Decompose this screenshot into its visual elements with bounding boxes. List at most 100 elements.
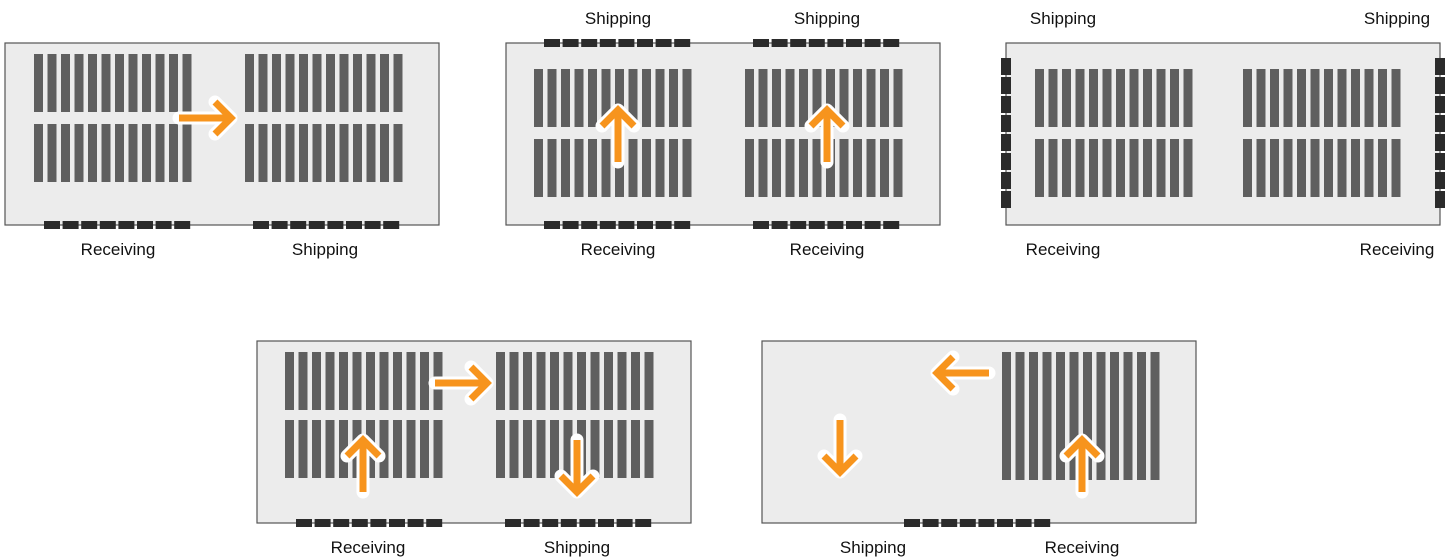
rack-bar	[509, 352, 519, 410]
rack-bar	[298, 352, 308, 410]
rack-bar	[1089, 69, 1098, 127]
rack-bar	[155, 124, 165, 182]
rack-bar	[1042, 352, 1052, 480]
dock-door	[1001, 77, 1011, 94]
dock-door	[1435, 77, 1445, 94]
rack-bar	[669, 69, 678, 127]
dock-door	[1001, 58, 1011, 75]
rack-bar	[128, 124, 138, 182]
dock-door	[118, 221, 135, 229]
rack-bar	[655, 69, 665, 127]
rack-bar	[272, 54, 281, 112]
rack-bar	[534, 69, 543, 127]
rack-bar	[1137, 352, 1146, 480]
rack-bar	[339, 352, 348, 410]
dock-door	[827, 221, 844, 229]
rack-bar	[1015, 352, 1025, 480]
rack-bar	[245, 124, 254, 182]
rack-bar	[523, 352, 532, 410]
dock-door	[155, 221, 172, 229]
rack-bar	[299, 54, 308, 112]
rack-bar	[1243, 69, 1252, 127]
flow-arrow-up-icon	[1059, 433, 1105, 499]
rack-bar	[1102, 69, 1112, 127]
rack-bar	[893, 139, 903, 197]
rack-bar	[561, 139, 570, 197]
rack-bar	[366, 352, 375, 410]
rack-bar	[74, 124, 84, 182]
rack-bar	[258, 124, 268, 182]
dock-door	[1001, 191, 1011, 208]
rack-bar	[34, 54, 43, 112]
dock-door	[542, 519, 559, 527]
rack-bar	[169, 54, 178, 112]
dock-door	[637, 221, 653, 229]
dock-door	[790, 221, 807, 229]
dock-door	[771, 221, 788, 229]
rack-bar	[880, 69, 889, 127]
dock-door	[1001, 134, 1011, 151]
dock-door	[883, 221, 900, 229]
rack-bar	[588, 69, 597, 127]
flow-arrow-down-icon	[554, 433, 600, 499]
rack-bar	[285, 352, 294, 410]
rack-bar	[655, 139, 665, 197]
rack-bar	[352, 352, 362, 410]
rack-bar	[1102, 139, 1112, 197]
rack-bar	[536, 352, 546, 410]
layout1-receiving-label: Receiving	[80, 240, 156, 259]
dock-door	[674, 39, 691, 47]
dock-door	[674, 221, 691, 229]
rack-bar	[561, 69, 570, 127]
rack-bar	[1351, 139, 1360, 197]
dock-door	[618, 39, 635, 47]
dock-door	[753, 39, 769, 47]
rack-bar	[1378, 69, 1387, 127]
rack-bar	[523, 420, 532, 478]
dock-door	[978, 519, 995, 527]
rack-bar	[682, 69, 692, 127]
rack-bar	[1002, 352, 1011, 480]
dock-door	[941, 519, 958, 527]
rack-bar	[682, 139, 692, 197]
rack-bar	[590, 420, 600, 478]
layout3-floor	[1005, 42, 1441, 226]
dock-door	[1435, 191, 1445, 208]
dock-door	[44, 221, 60, 229]
rack-bar	[406, 420, 416, 478]
dock-door	[790, 39, 807, 47]
rack-bar	[1364, 69, 1374, 127]
layout4-receiving-label: Receiving	[330, 538, 406, 557]
rack-bar	[509, 420, 519, 478]
rack-bar	[115, 124, 124, 182]
rack-bar	[1324, 139, 1333, 197]
rack-bar	[799, 69, 808, 127]
dock-door	[599, 39, 616, 47]
dock-door	[579, 519, 596, 527]
rack-bar	[326, 124, 335, 182]
rack-bar	[1256, 69, 1266, 127]
rack-bar	[420, 420, 429, 478]
rack-bar	[563, 420, 573, 478]
rack-bar	[1089, 139, 1098, 197]
dock-door	[846, 39, 862, 47]
rack-bar	[339, 54, 349, 112]
layout3-shipping-label-left: Shipping	[1029, 9, 1097, 28]
rack-bar	[1351, 69, 1360, 127]
rack-bar	[615, 69, 624, 127]
rack-bar	[1324, 69, 1333, 127]
dock-door	[1001, 96, 1011, 113]
dock-door	[346, 221, 362, 229]
rack-bar	[1123, 352, 1133, 480]
rack-bar	[1364, 139, 1374, 197]
rack-bar	[839, 139, 849, 197]
rack-bar	[339, 420, 348, 478]
rack-bar	[1391, 139, 1401, 197]
dock-door	[864, 39, 881, 47]
rack-bar	[547, 139, 557, 197]
dock-door	[1034, 519, 1051, 527]
dock-door	[1435, 115, 1445, 132]
rack-bar	[74, 54, 84, 112]
rack-bar	[1062, 69, 1071, 127]
rack-bar	[547, 69, 557, 127]
